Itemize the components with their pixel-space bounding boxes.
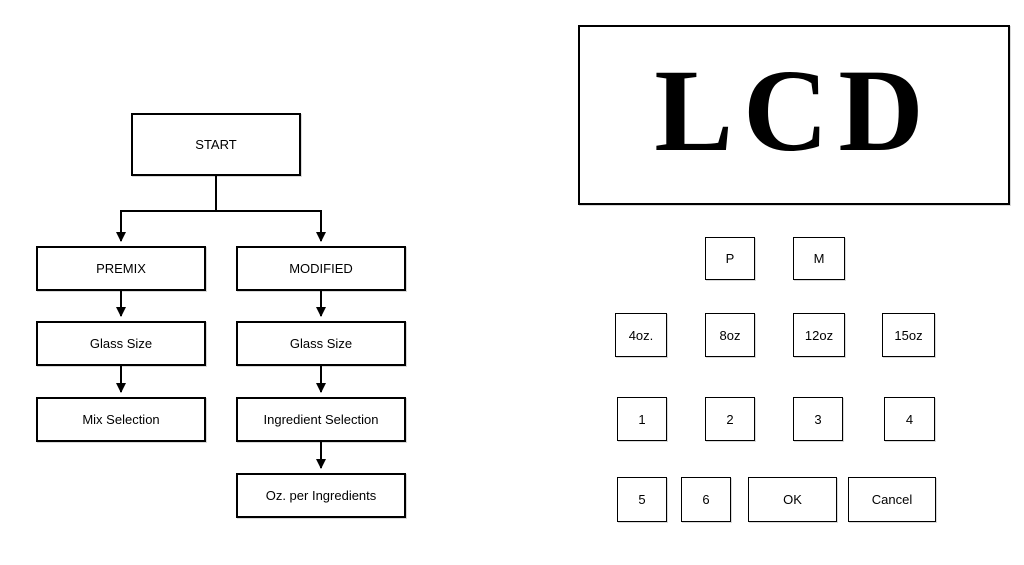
- flow-node-glass-size-left: Glass Size: [36, 321, 206, 366]
- flow-node-ingredient-selection: Ingredient Selection: [236, 397, 406, 442]
- key-3-button[interactable]: 3: [793, 397, 843, 441]
- key-ok-button[interactable]: OK: [748, 477, 837, 522]
- key-15oz-button[interactable]: 15oz: [882, 313, 935, 357]
- lcd-display-panel: LCD: [578, 25, 1010, 205]
- key-8oz-button[interactable]: 8oz: [705, 313, 755, 357]
- flow-node-oz-per-ingredients: Oz. per Ingredients: [236, 473, 406, 518]
- key-2-button[interactable]: 2: [705, 397, 755, 441]
- flow-node-modified: MODIFIED: [236, 246, 406, 291]
- key-p-button[interactable]: P: [705, 237, 755, 280]
- flow-node-premix: PREMIX: [36, 246, 206, 291]
- flow-node-start: START: [131, 113, 301, 176]
- key-12oz-button[interactable]: 12oz: [793, 313, 845, 357]
- key-4-button[interactable]: 4: [884, 397, 935, 441]
- key-6-button[interactable]: 6: [681, 477, 731, 522]
- key-1-button[interactable]: 1: [617, 397, 667, 441]
- key-m-button[interactable]: M: [793, 237, 845, 280]
- flow-node-mix-selection: Mix Selection: [36, 397, 206, 442]
- lcd-label: LCD: [654, 45, 934, 176]
- flow-node-glass-size-right: Glass Size: [236, 321, 406, 366]
- key-cancel-button[interactable]: Cancel: [848, 477, 936, 522]
- key-4oz-button[interactable]: 4oz.: [615, 313, 667, 357]
- key-5-button[interactable]: 5: [617, 477, 667, 522]
